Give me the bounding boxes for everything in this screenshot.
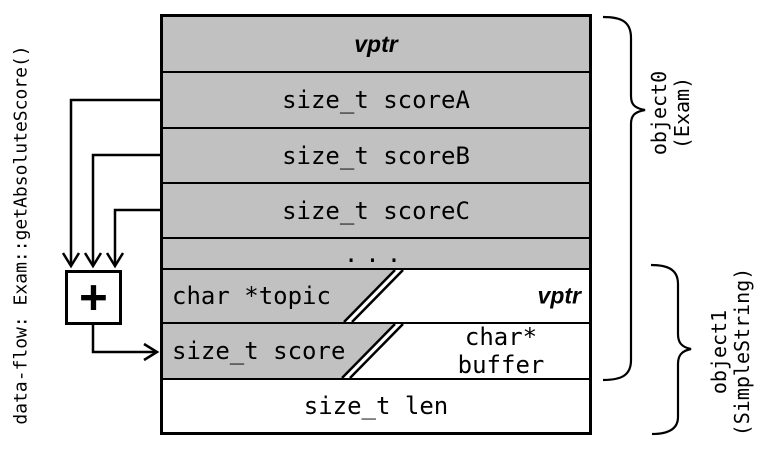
- vptr-label: vptr: [354, 30, 398, 57]
- score-a-arrow: [69, 98, 160, 265]
- object0-label: object0 (Exam): [647, 70, 694, 156]
- topic-vptr-diagonal-divider: [163, 270, 404, 322]
- row-ellipsis: ...: [163, 237, 589, 268]
- data-flow-note: data-flow: Exam::getAbsoluteScore(): [10, 45, 32, 425]
- row-scorea: size_t scoreA: [163, 71, 589, 127]
- memory-box: vptr size_t scoreA size_t scoreB size_t …: [160, 14, 592, 435]
- object0-name: object0: [647, 70, 671, 156]
- len-label: size_t len: [303, 392, 449, 420]
- score-a-arrowhead: [61, 252, 81, 269]
- row-scoreb: size_t scoreB: [163, 127, 589, 182]
- score-c-arrow: [113, 208, 160, 265]
- scoreb-label: size_t scoreB: [282, 141, 470, 170]
- score-buffer-diagonal-divider: [163, 324, 404, 378]
- simplestring-vptr-label: vptr: [537, 282, 581, 309]
- scorec-label: size_t scoreC: [282, 196, 470, 225]
- adder-output-arrowhead: [143, 342, 160, 362]
- adder-box: +: [65, 270, 122, 325]
- object1-brace: [650, 263, 692, 436]
- object1-name: object1: [707, 309, 731, 395]
- score-b-arrow: [91, 153, 160, 265]
- topic-label: char *topic: [172, 282, 331, 310]
- object0-type: (Exam): [670, 76, 694, 150]
- object0-brace: [602, 15, 646, 382]
- score-c-arrowhead: [105, 252, 125, 269]
- row-topic-vptr: char *topic vptr: [163, 268, 589, 322]
- row-score-buffer: size_t score char* buffer: [163, 322, 589, 378]
- ellipsis-label: ...: [343, 239, 409, 268]
- object1-type: (SimpleString): [730, 267, 754, 437]
- row-scorec: size_t scoreC: [163, 182, 589, 237]
- score-label: size_t score: [172, 337, 346, 365]
- row-len: size_t len: [163, 378, 589, 432]
- adder-output-arrow: [91, 325, 156, 354]
- plus-symbol: +: [79, 268, 108, 323]
- buffer-label: char* buffer: [457, 323, 545, 378]
- row-vptr: vptr: [163, 17, 589, 71]
- object1-label: object1 (SimpleString): [707, 267, 754, 437]
- scorea-label: size_t scoreA: [282, 86, 470, 114]
- score-b-arrowhead: [83, 252, 103, 269]
